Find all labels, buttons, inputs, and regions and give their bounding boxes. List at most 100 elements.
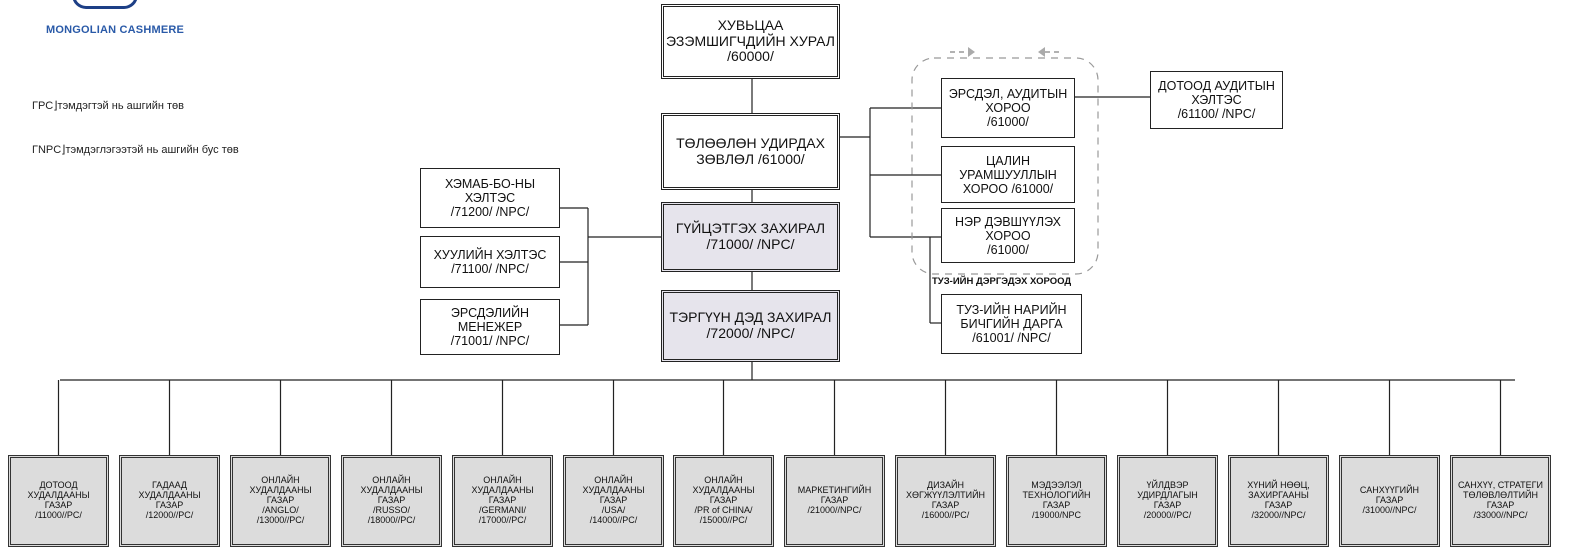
department-line: /ANGLO/ xyxy=(262,504,299,515)
department-line: ХУДАЛДААНЫ xyxy=(582,485,645,496)
department-line: /RUSSO/ xyxy=(372,504,410,515)
ceo-title: ГҮЙЦЭТГЭХ ЗАХИРАЛ xyxy=(675,220,826,237)
risk-manager-line1: ЭРСДЭЛИЙН xyxy=(450,306,530,320)
legal-unit-line1: ХУУЛИЙН ХЭЛТЭС xyxy=(433,248,547,262)
department-line: /GERMANI/ xyxy=(478,504,526,515)
remuneration-line1: ЦАЛИН xyxy=(985,153,1031,168)
department-line: ҮЙЛДВЭР xyxy=(1146,480,1189,491)
department-line: ДОТООД xyxy=(39,480,78,491)
department-line: ХУДАЛДААНЫ xyxy=(138,490,201,501)
board-secretary-line1: ТУЗ-ИЙН НАРИЙН xyxy=(956,303,1067,317)
department-line: МАРКЕТИНГИЙН xyxy=(797,485,872,496)
department-line: ОНЛАЙН xyxy=(261,475,300,486)
department-line: ХУДАЛДААНЫ xyxy=(360,485,423,496)
board-line1: ТӨЛӨӨЛӨН УДИРДАХ xyxy=(676,134,825,151)
shareholders-code: /60000/ xyxy=(727,48,774,65)
department-line: ХУДАЛДААНЫ xyxy=(27,490,90,501)
ceo-box: ГҮЙЦЭТГЭХ ЗАХИРАЛ /71000/ /NPC/ xyxy=(661,202,840,272)
risk-manager-box: ЭРСДЭЛИЙН МЕНЕЖЕР /71001/ /NPC/ xyxy=(420,299,560,355)
department-line: ГАЗАР xyxy=(820,495,849,506)
hr-admin-line1: ХЭМАБ-БО-НЫ xyxy=(444,177,536,191)
risk-audit-code: /61000/ xyxy=(987,115,1029,129)
risk-audit-committee-box: ЭРСДЭЛ, АУДИТЫН ХОРОО /61000/ xyxy=(941,78,1075,138)
risk-manager-line2: МЕНЕЖЕР xyxy=(457,320,523,334)
risk-audit-line2: ХОРОО xyxy=(985,101,1031,115)
department-line: ГАЗАР xyxy=(155,500,184,510)
hr-admin-unit-box: ХЭМАБ-БО-НЫ ХЭЛТЭС /71200/ /NPC/ xyxy=(420,168,560,228)
department-line: ГАЗАР xyxy=(488,495,517,506)
first-deputy-title: ТЭРГҮҮН ДЭД ЗАХИРАЛ xyxy=(669,309,832,326)
department-line: ХУДАЛДААНЫ xyxy=(692,485,755,496)
department-line: САНХҮҮ, СТРАТЕГИ xyxy=(1457,480,1544,491)
internal-audit-box: ДОТООД АУДИТЫН ХЭЛТЭС /61100/ /NPC/ xyxy=(1150,71,1283,129)
department-line: /11000//PC/ xyxy=(35,509,82,520)
internal-audit-line2: ХЭЛТЭС xyxy=(1191,93,1242,107)
department-line: /17000//PC/ xyxy=(478,514,527,525)
department-line: ГАЗАР xyxy=(709,495,738,506)
department-line: /33000//NPC/ xyxy=(1473,509,1528,520)
department-line: ГАЗАР xyxy=(44,500,73,510)
risk-audit-line1: ЭРСДЭЛ, АУДИТЫН xyxy=(948,87,1068,101)
logo-text: MONGOLIAN CASHMERE xyxy=(46,24,185,36)
department-line: /15000//PC/ xyxy=(699,514,748,525)
department-line: /16000//PC/ xyxy=(921,509,970,520)
board-secretary-line2: БИЧГИЙН ДАРГА xyxy=(960,317,1063,331)
shareholders-line1: ХУВЬЦАА xyxy=(717,16,784,33)
department-line: УДИРДЛАГЫН xyxy=(1137,490,1198,501)
department-line: ХУДАЛДААНЫ xyxy=(249,485,312,496)
department-line: ОНЛАЙН xyxy=(594,475,633,486)
legend-pc: ГPC⌋тэмдэгтэй нь ашгийн төв xyxy=(32,100,184,112)
department-line: ХҮНИЙ НӨӨЦ, xyxy=(1247,480,1310,491)
department-line: ГАДААД xyxy=(151,480,188,491)
department-line: ТЕХНОЛОГИЙН xyxy=(1022,490,1091,501)
department-line: /19000/NPC xyxy=(1031,509,1082,520)
first-deputy-director-box: ТЭРГҮҮН ДЭД ЗАХИРАЛ /72000/ /NPC/ xyxy=(661,290,840,362)
department-line: ГАЗАР xyxy=(1375,495,1404,506)
department-line: ХӨГЖҮҮЛЭЛТИЙН xyxy=(905,490,986,501)
department-line: /PR of CHINA/ xyxy=(694,504,753,515)
internal-audit-code: /61100/ /NPC/ xyxy=(1177,107,1256,121)
department-line: /14000//PC/ xyxy=(589,514,638,525)
department-line: ОНЛАЙН xyxy=(704,475,743,486)
department-line: ГАЗАР xyxy=(599,495,628,506)
department-line: ГАЗАР xyxy=(377,495,406,506)
department-line: МЭДЭЭЛЭЛ xyxy=(1031,480,1082,491)
nomination-line1: НЭР ДЭВШҮҮЛЭХ xyxy=(954,214,1062,229)
company-logo: MONGOLIAN CASHMERE xyxy=(10,0,210,50)
first-deputy-code: /72000/ /NPC/ xyxy=(706,325,795,341)
shareholders-line2: ЭЗЭМШИГЧДИЙН ХУРАЛ xyxy=(666,32,835,49)
hr-admin-code: /71200/ /NPC/ xyxy=(450,205,530,219)
department-line: /12000//PC/ xyxy=(145,509,194,520)
logo-emblem-icon xyxy=(72,0,138,9)
board-secretary-code: /61001/ /NPC/ xyxy=(972,331,1051,345)
nomination-committee-box: НЭР ДЭВШҮҮЛЭХ ХОРОО /61000/ xyxy=(941,208,1075,263)
department-line: /21000//NPC/ xyxy=(807,504,862,515)
legal-unit-box: ХУУЛИЙН ХЭЛТЭС /71100/ /NPC/ xyxy=(420,236,560,288)
remuneration-line3: ХОРОО /61000/ xyxy=(962,181,1054,196)
department-line: /32000//NPC/ xyxy=(1251,509,1306,520)
department-line: /USA/ xyxy=(601,504,626,515)
department-line: ЗАХИРГААНЫ xyxy=(1248,490,1309,501)
department-line: ГАЗАР xyxy=(1153,500,1182,510)
department-line: ТӨЛӨВЛӨЛТИЙН xyxy=(1462,490,1539,501)
department-line: /31000//NPC/ xyxy=(1362,504,1417,515)
hr-admin-line2: ХЭЛТЭС xyxy=(464,191,516,205)
risk-manager-code: /71001/ /NPC/ xyxy=(450,334,530,348)
board-secretary-box: ТУЗ-ИЙН НАРИЙН БИЧГИЙН ДАРГА /61001/ /NP… xyxy=(941,294,1082,354)
department-line: ГАЗАР xyxy=(1264,500,1293,510)
legal-unit-code: /71100/ /NPC/ xyxy=(451,262,529,276)
